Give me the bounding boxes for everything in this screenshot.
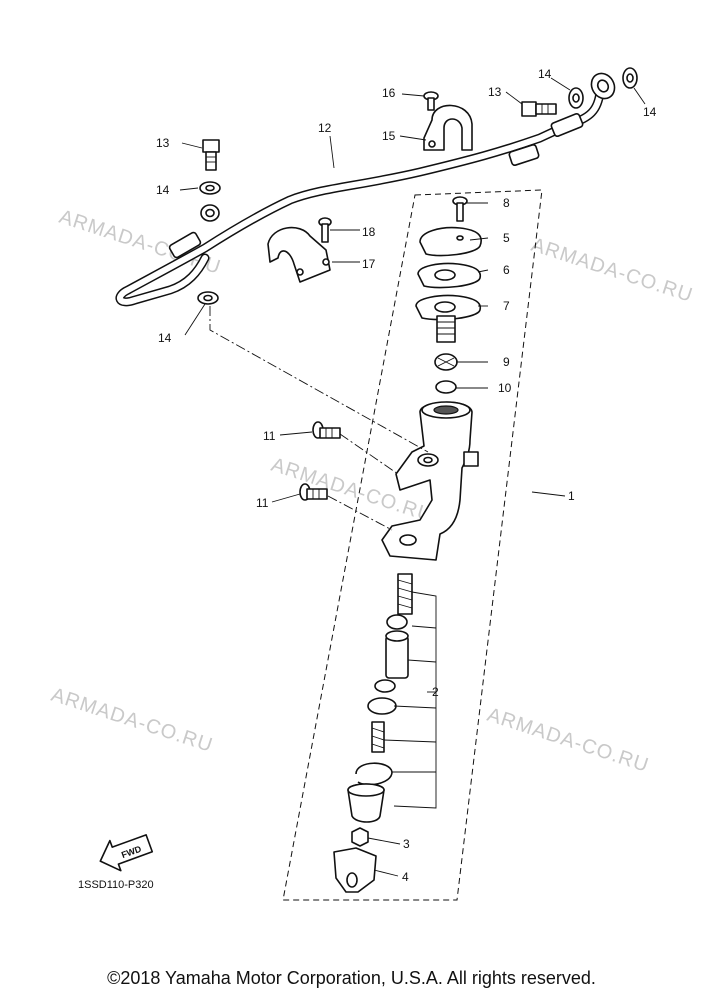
watermark-5: ARMADA-CO.RU	[484, 704, 651, 777]
callout-11-lower: 11	[256, 496, 269, 510]
callout-6: 6	[503, 263, 510, 277]
callout-8: 8	[503, 196, 510, 210]
callout-9: 9	[503, 355, 510, 369]
callout-14-left-lower: 14	[158, 331, 172, 345]
callout-17: 17	[362, 257, 376, 271]
hose-clamp-15	[423, 104, 473, 151]
screw-8	[452, 196, 468, 222]
screw-16	[423, 91, 439, 111]
callout-13-right: 13	[488, 85, 502, 99]
callout-15: 15	[382, 129, 396, 143]
float-9	[434, 353, 458, 371]
watermark-2: ARMADA-CO.RU	[528, 234, 695, 307]
plate-6	[417, 262, 482, 289]
callout-13-left: 13	[156, 136, 170, 150]
alignment-line-bolt-lower	[327, 495, 393, 531]
callout-4: 4	[402, 870, 409, 884]
diagram-code: 1SSD110-P320	[78, 879, 154, 891]
callout-3: 3	[403, 837, 410, 851]
callout-5: 5	[503, 231, 510, 245]
clevis-4	[333, 847, 377, 893]
alignment-line-hose	[209, 306, 429, 453]
hose-holder-17	[267, 226, 331, 283]
callout-1: 1	[568, 489, 575, 503]
cap-5	[419, 226, 482, 257]
leader-lines	[179, 77, 646, 877]
assembly-boundary	[282, 189, 543, 901]
callout-11-upper: 11	[263, 429, 276, 443]
callout-7: 7	[503, 299, 510, 313]
piston-kit-bracket	[383, 591, 437, 809]
watermark-4: ARMADA-CO.RU	[48, 684, 215, 757]
callout-14-right-1: 14	[538, 67, 552, 81]
diaphragm-7	[415, 294, 482, 343]
callout-18: 18	[362, 225, 376, 239]
copyright-notice: ©2018 Yamaha Motor Corporation, U.S.A. A…	[107, 968, 596, 988]
union-bolt-left	[202, 139, 220, 171]
watermarks: ARMADA-CO.RU ARMADA-CO.RU ARMADA-CO.RU A…	[48, 206, 695, 777]
callout-labels: 1 2 3 4 5 6 7 8 9 10 11 11 12 13 13 14 1…	[156, 67, 657, 884]
circlip-10	[435, 380, 457, 394]
master-cylinder-body	[381, 401, 479, 561]
brake-hose	[115, 72, 616, 307]
bolt-11-lower	[299, 483, 328, 501]
callout-2: 2	[432, 685, 439, 699]
callout-14-left-upper: 14	[156, 183, 170, 197]
callout-12: 12	[318, 121, 332, 135]
screw-18	[318, 217, 332, 243]
nut-3	[351, 827, 369, 847]
callout-14-right-2: 14	[643, 105, 657, 119]
union-bolt-right	[521, 101, 557, 117]
fwd-arrow: FWD	[99, 834, 154, 872]
callout-16: 16	[382, 86, 396, 100]
alignment-line-bolt-upper	[339, 433, 399, 475]
callout-10: 10	[498, 381, 512, 395]
bolt-11-upper	[312, 421, 341, 439]
piston-kit-2	[347, 573, 413, 823]
